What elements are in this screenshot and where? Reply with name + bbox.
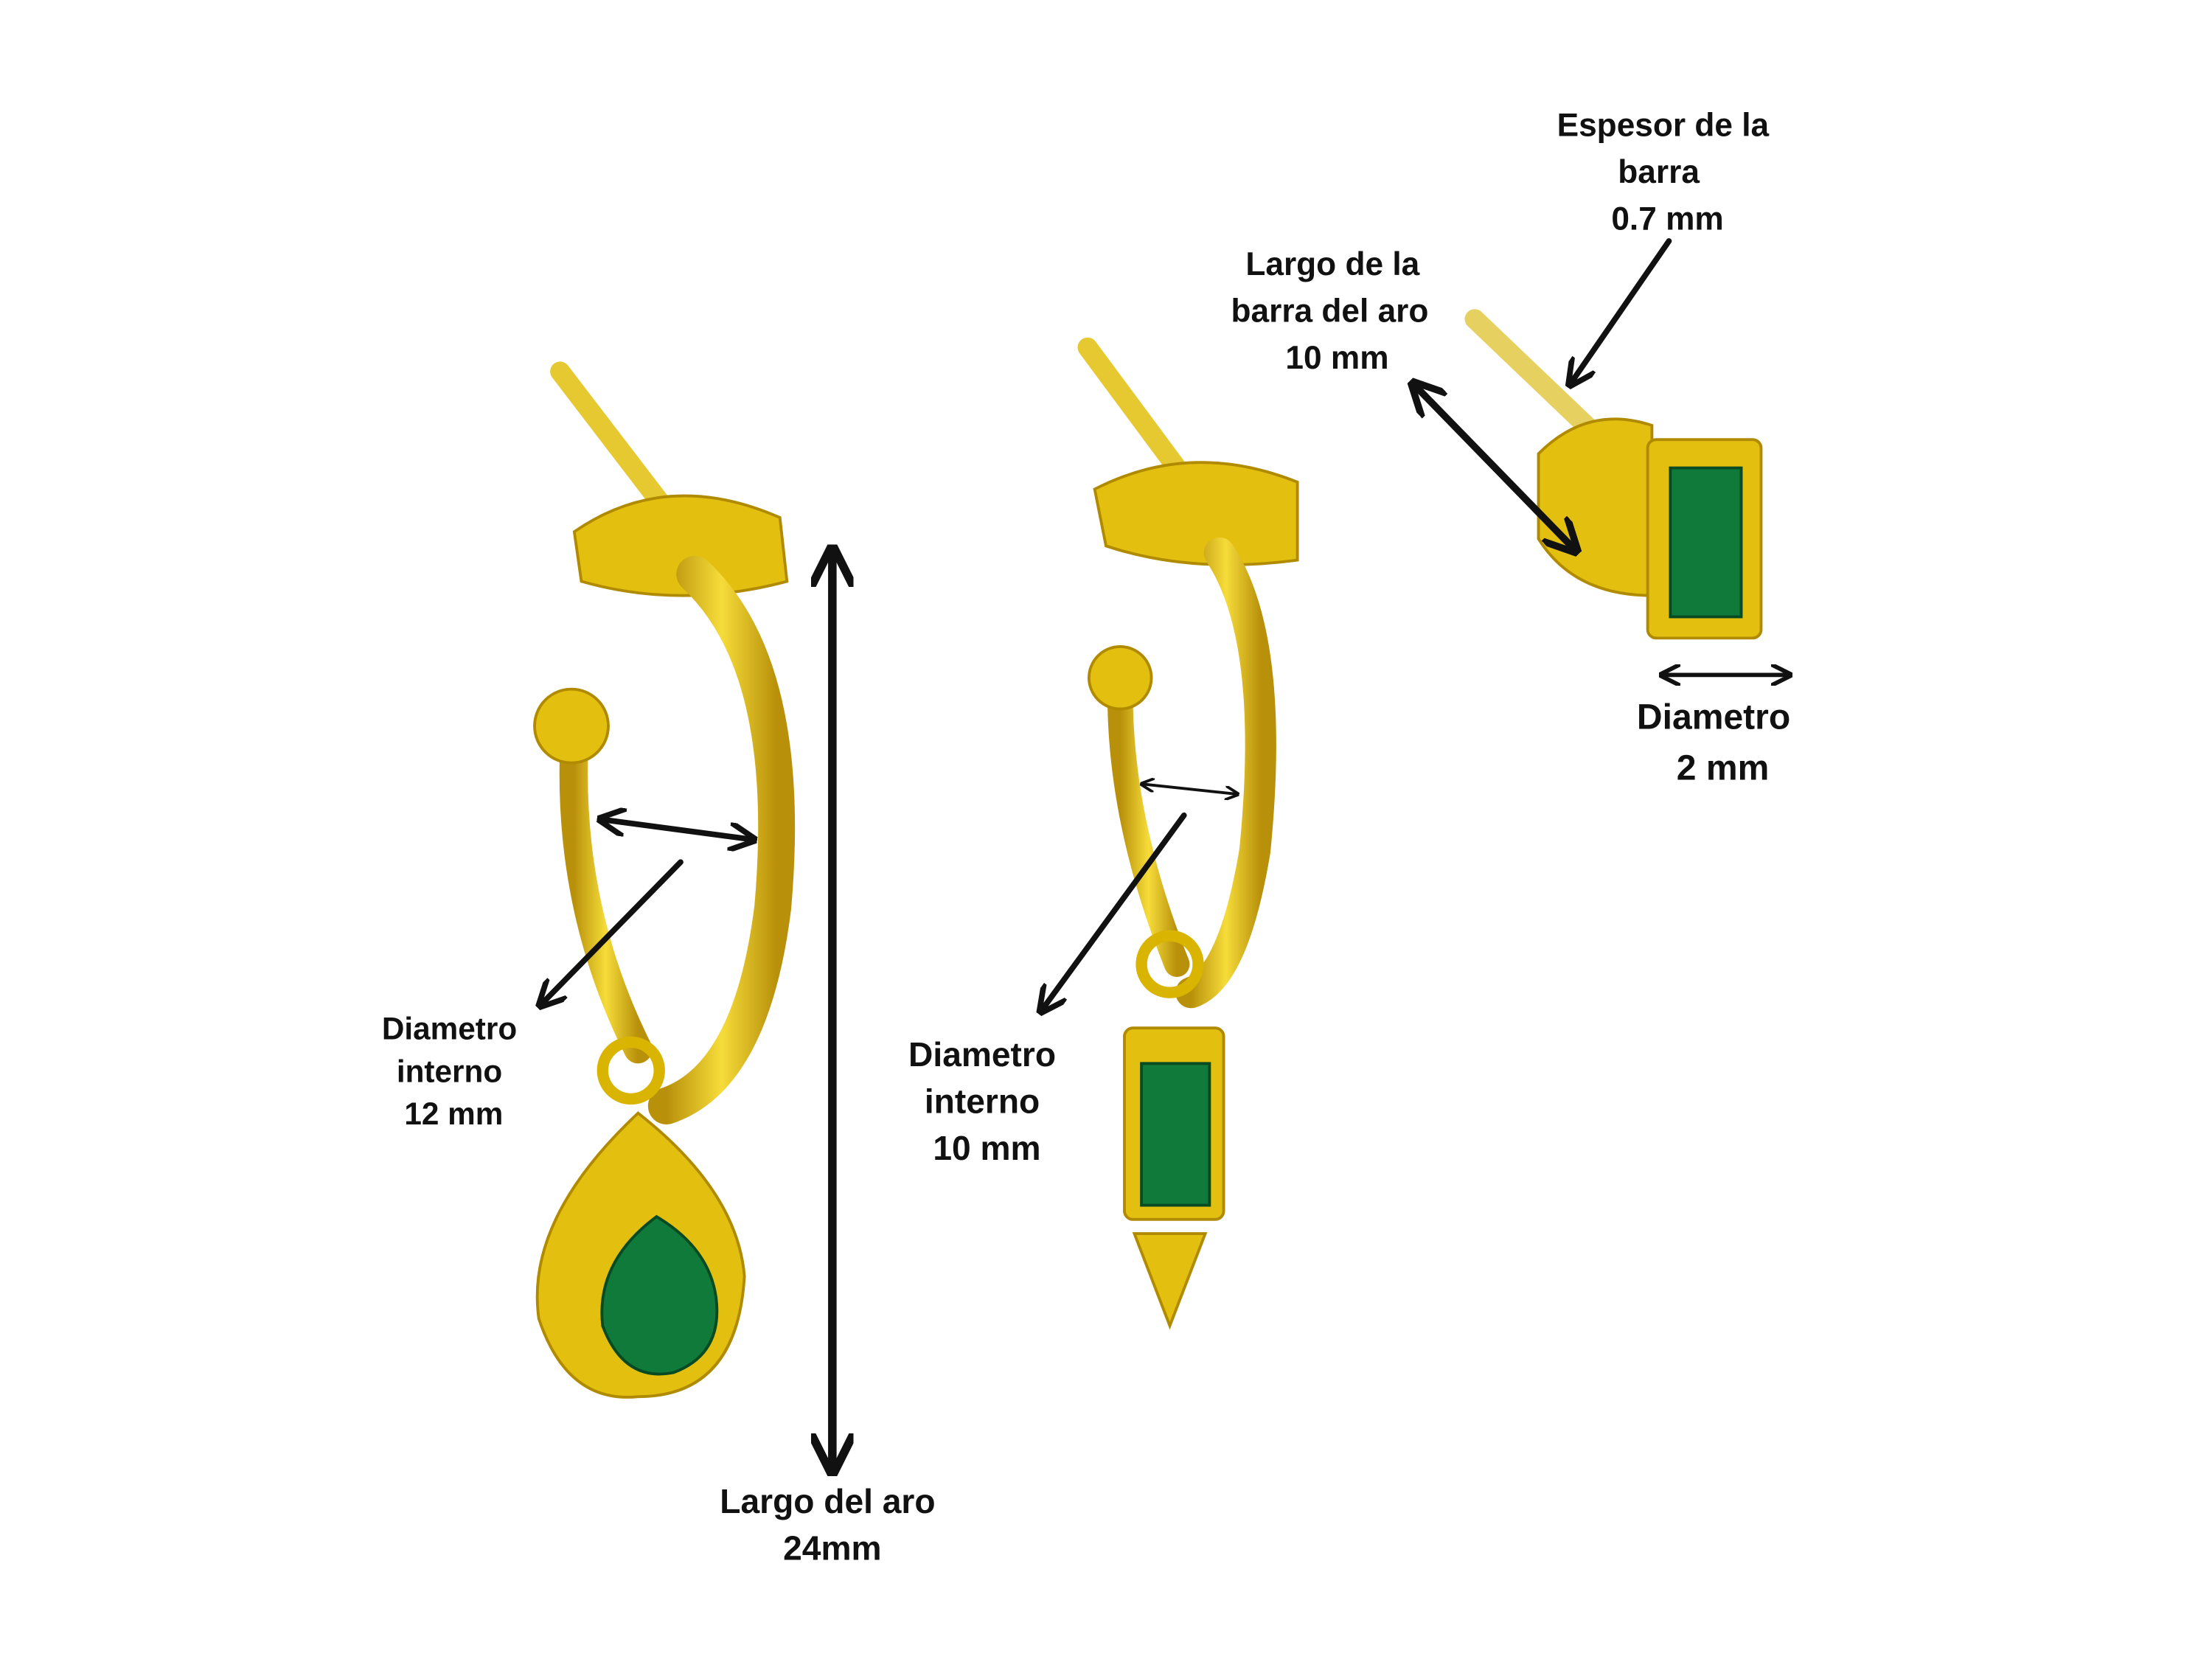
hoop-earring-baguette-drop — [1077, 337, 1299, 1330]
emerald-pear — [600, 1214, 719, 1376]
stud-earring — [1464, 309, 1763, 640]
earring-back — [1537, 417, 1654, 597]
emerald-stud — [1669, 466, 1743, 619]
inner-diameter-arrow-10 — [1143, 784, 1237, 793]
stud-diameter-label: Diametro 2 mm — [1637, 697, 1801, 787]
hoop-length-label: Largo del aro 24mm — [720, 1482, 945, 1567]
inner-diameter-arrow-12 — [602, 820, 751, 840]
emerald-baguette — [1140, 1062, 1211, 1207]
thickness-arrow — [1571, 238, 1672, 383]
pointer-arrow — [1042, 812, 1187, 1009]
earring-back — [1093, 461, 1299, 566]
drop-tip — [1132, 1232, 1208, 1330]
earring-back — [572, 494, 789, 597]
thickness-label: Espesor de la barra 0.7 mm — [1557, 108, 1778, 237]
bar-length-arrow — [1415, 386, 1573, 549]
dimension-arrows — [542, 238, 1788, 1467]
bar-length-label: Largo de la barra del aro 10 mm — [1231, 246, 1438, 376]
inner-diameter-12-label: Diametro interno 12 mm — [382, 1012, 526, 1131]
inner-diameter-10-label: Diametro interno 10 mm — [908, 1035, 1065, 1167]
hoop-ball — [533, 687, 610, 765]
hoop-earring-pear-drop — [533, 361, 796, 1399]
pointer-arrow — [542, 859, 684, 1004]
hoop-ball — [1088, 645, 1153, 711]
